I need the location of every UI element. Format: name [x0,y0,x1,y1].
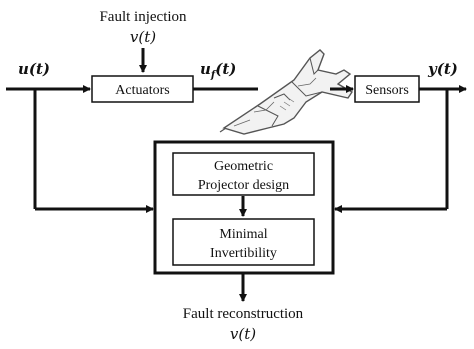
output-signal-label: y(t) [427,60,458,78]
fighter-jet-icon [219,49,353,135]
actuators-label: Actuators [115,83,169,98]
geometric-projector-label-line1: Geometric [214,159,273,174]
fault-input-label: uf(t) [200,60,236,81]
geometric-projector-label-line2: Projector design [198,178,289,193]
fault-reconstruction-signal: v(t) [230,325,256,343]
fault-reconstruction-title: Fault reconstruction [183,306,304,322]
minimal-invertibility-label-line2: Invertibility [210,246,277,261]
fault-injection-title: Fault injection [99,9,187,25]
minimal-invertibility-label-line1: Minimal [219,227,267,242]
minimal-invertibility-block [172,218,315,266]
geometric-projector-block [172,152,315,196]
fault-injection-signal: v(t) [130,28,156,46]
sensors-label: Sensors [365,83,409,98]
input-signal-label: u(t) [18,60,50,78]
sensors-block [354,75,420,103]
